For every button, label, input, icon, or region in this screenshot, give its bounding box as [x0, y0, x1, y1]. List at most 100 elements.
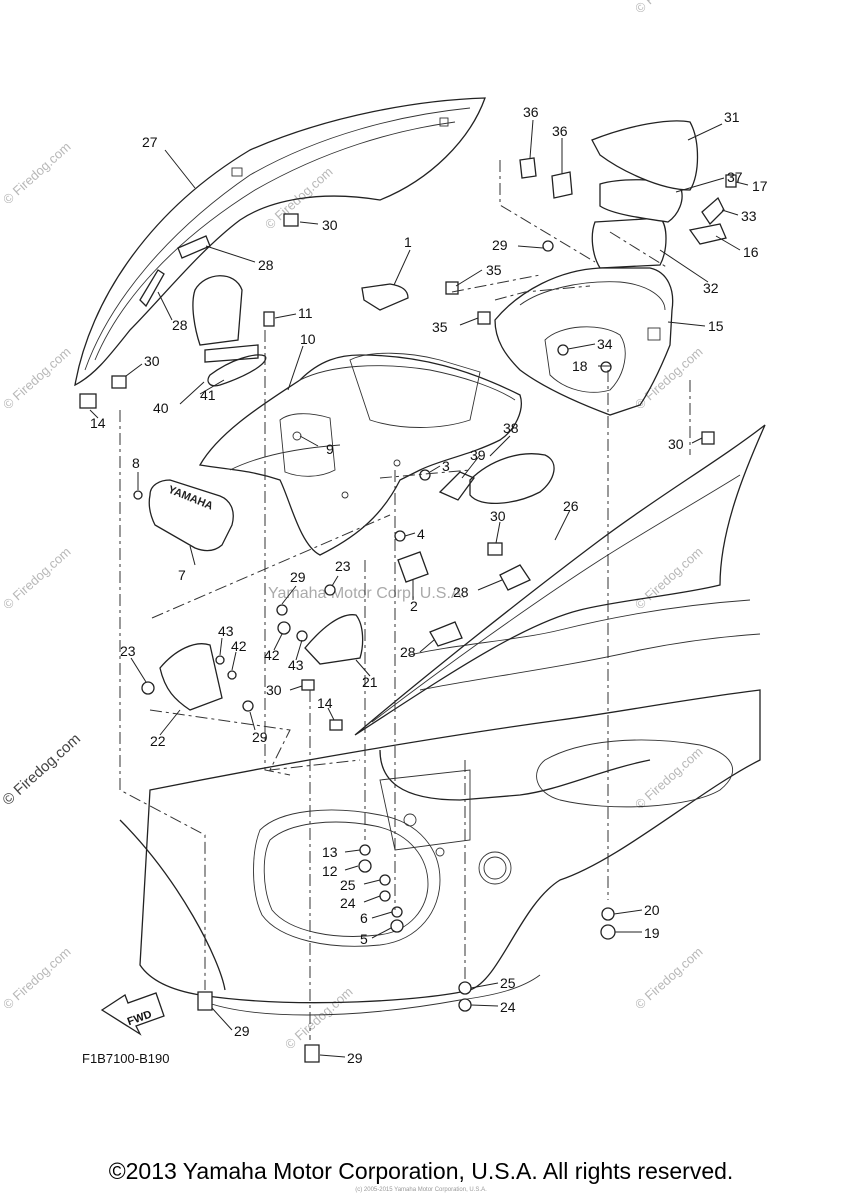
part-1 [361, 283, 409, 311]
callout-17: 17 [752, 178, 768, 194]
washer-25b [458, 981, 472, 995]
hull-deck [119, 599, 761, 1016]
callout-9: 9 [326, 441, 334, 457]
callout-29: 29 [492, 237, 508, 253]
watermark-text: © Firedog.com [0, 544, 74, 612]
callout-29: 29 [290, 569, 306, 585]
washer-6 [391, 906, 403, 918]
callout-7: 7 [178, 567, 186, 583]
watermark-text: © Firedog.com [632, 944, 706, 1012]
callout-25: 25 [340, 877, 356, 893]
callout-40: 40 [153, 400, 169, 416]
callout-42: 42 [231, 638, 247, 654]
seat-base-10 [198, 352, 522, 556]
clip-30-center [487, 542, 503, 556]
side-cover-26 [354, 424, 766, 736]
clip-30-right [701, 431, 715, 445]
screw-34 [557, 344, 569, 356]
callout-4: 4 [417, 526, 425, 542]
callout-2: 2 [410, 598, 418, 614]
callout-43: 43 [218, 623, 234, 639]
center-watermark: Yamaha Motor Corp, U.S.A. [268, 585, 466, 602]
nut-24b [458, 998, 472, 1012]
fwd-arrow-icon: FWD [100, 992, 165, 1036]
reference-lines [119, 160, 691, 1040]
bracket-2 [397, 551, 429, 583]
callout-14: 14 [317, 695, 333, 711]
callout-38: 38 [503, 420, 519, 436]
plate-16 [688, 223, 727, 245]
callout-24: 24 [500, 999, 516, 1015]
callout-25: 25 [500, 975, 516, 991]
bolt-3 [419, 469, 431, 481]
part-40-41 [192, 275, 267, 387]
tray-32 [591, 217, 667, 269]
diagram-code: F1B7100-B190 [82, 1051, 169, 1066]
callout-3: 3 [442, 458, 450, 474]
callout-1: 1 [404, 234, 412, 250]
copyright-notice: ©2013 Yamaha Motor Corporation, U.S.A. A… [108, 1158, 734, 1184]
callout-28: 28 [453, 584, 469, 600]
callout-30: 30 [322, 217, 338, 233]
bolt-29b [276, 604, 288, 616]
svg-text:YAMAHA: YAMAHA [166, 484, 214, 513]
watermark-text: © Firedog.com [0, 139, 74, 207]
callout-labels: 27 30 28 28 30 14 40 41 11 10 9 8 7 1 36… [90, 104, 768, 1066]
clip-30-lower [301, 679, 315, 691]
callout-31: 31 [724, 109, 740, 125]
callout-18: 18 [572, 358, 588, 374]
panel-28-upper [177, 235, 211, 259]
hinge-36b [551, 171, 573, 199]
callout-30: 30 [266, 682, 282, 698]
callout-20: 20 [644, 902, 660, 918]
callout-29: 29 [252, 729, 268, 745]
bolt-11 [263, 311, 275, 327]
bolt-23b [324, 584, 336, 596]
clip-30-left [111, 375, 127, 389]
latch-33 [701, 196, 725, 226]
bolt-29e [304, 1044, 320, 1063]
callout-14: 14 [90, 415, 106, 431]
part-35b [477, 311, 491, 325]
callout-28: 28 [400, 644, 416, 660]
callout-16: 16 [743, 244, 759, 260]
callout-5: 5 [360, 931, 368, 947]
bracket-21 [304, 614, 364, 665]
screw-17 [725, 174, 737, 188]
nut-24a [379, 890, 391, 902]
callout-12: 12 [322, 863, 338, 879]
callout-23: 23 [120, 643, 136, 659]
callout-24: 24 [340, 895, 356, 911]
callout-26: 26 [563, 498, 579, 514]
callout-22: 22 [150, 733, 166, 749]
storage-box-15 [494, 267, 674, 416]
callout-27: 27 [142, 134, 158, 150]
vent-38 [469, 453, 555, 505]
clip-30-top [283, 213, 299, 227]
nut-5 [390, 919, 404, 933]
callout-29: 29 [234, 1023, 250, 1039]
watermark-text: © Firedog.com [632, 0, 706, 16]
callout-29: 29 [347, 1050, 363, 1066]
callout-8: 8 [132, 455, 140, 471]
callout-43: 43 [288, 657, 304, 673]
callout-33: 33 [741, 208, 757, 224]
washer-13 [359, 844, 371, 856]
tiny-copyright-notice: (c) 2005-2015 Yamaha Motor Corporation, … [355, 1187, 487, 1193]
callout-37: 37 [727, 169, 743, 185]
callout-35: 35 [432, 319, 448, 335]
callout-30: 30 [490, 508, 506, 524]
callout-28: 28 [258, 257, 274, 273]
nut-43a [215, 655, 225, 665]
washer-42a [227, 670, 237, 680]
nut-12 [358, 859, 372, 873]
part-35a [445, 281, 459, 295]
gasket-39 [438, 471, 476, 501]
bolt-29-top [542, 240, 554, 252]
nut-19 [600, 924, 616, 940]
watermark-text: © Firedog.com [282, 984, 356, 1052]
watermark-text: © Firedog.com [632, 344, 706, 412]
callout-10: 10 [300, 331, 316, 347]
